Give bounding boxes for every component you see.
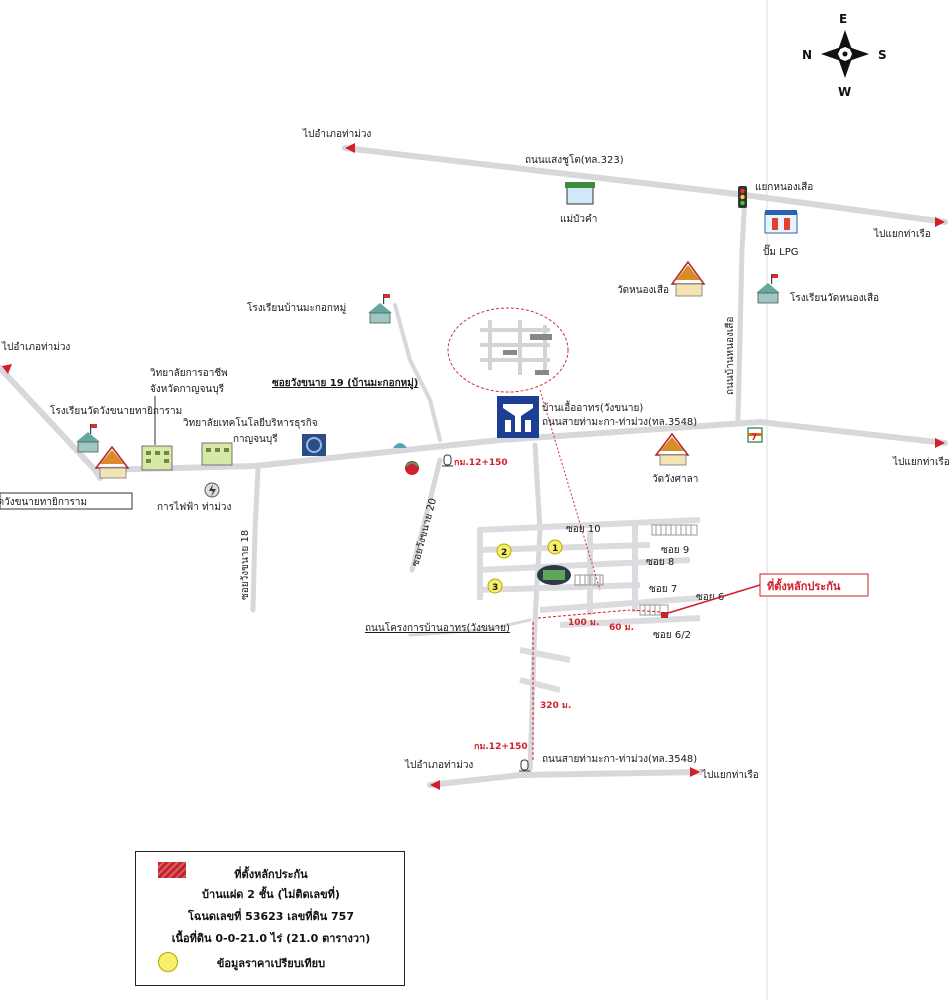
road-soi-wangkhanai-19: ซอยวังขนาย 19 (บ้านมะกอกหมู่) (272, 377, 418, 390)
logo-icon-tech-college (302, 434, 326, 456)
soi-8: ซอย 8 (646, 557, 674, 568)
traffic-light-icon (738, 186, 747, 208)
road-saengchuto: ถนนแสงชูโต(ทล.323) (525, 153, 624, 166)
distance-60m: 60 ม. (609, 623, 634, 633)
distance-100m: 100 ม. (568, 618, 599, 628)
place-wat-wangsala: วัดวังศาลา (652, 474, 698, 485)
label-to-thamuang-south: ไปอำเภอท่าม่วง (404, 759, 473, 771)
temple-icon-nongsuea (670, 260, 706, 297)
distance-320m: 320 ม. (540, 701, 571, 711)
legend-line-4: เนื้อที่ดิน 0-0-21.0 ไร่ (21.0 ตารางวา) (171, 932, 371, 945)
school-icon-wangkhanai (76, 424, 100, 453)
tree-icon (393, 443, 407, 448)
road-project: ถนนโครงการบ้านอาทร(วังขนาย) (365, 621, 510, 634)
place-vocational-college-line2: จังหวัดกาญจนบุรี (150, 383, 225, 395)
comparable-marker-3 (487, 578, 503, 594)
compass-north: N (802, 48, 812, 62)
wat-wangkhanai-box (0, 492, 133, 510)
school-icon-makok (368, 294, 392, 324)
baan-ua-athorn-logo-icon (497, 396, 539, 438)
shop-icon (565, 182, 595, 205)
road-thamaka-thamuang: ถนนสายท่ามะกา-ท่าม่วง(ทล.3548) (542, 417, 697, 428)
compass-east: E (839, 12, 847, 26)
temple-icon-wangsala (654, 432, 690, 466)
place-wat-nongsuea: วัดหนองเสือ (617, 284, 669, 296)
place-school-makok-mu: โรงเรียนบ้านมะกอกหมู่ (247, 301, 346, 314)
callout-label: ที่ตั้งหลักประกัน (767, 578, 841, 593)
temple-icon-wangkhanai (94, 445, 130, 479)
zoom-circle (447, 307, 601, 591)
direction-arrows (2, 143, 945, 790)
milestone-icon-north (442, 454, 453, 467)
school-icon-nongsuea (756, 274, 780, 304)
soi-7: ซอย 7 (649, 584, 677, 595)
legend-box: ที่ตั้งหลักประกัน บ้านแฝด 2 ชั้น (ไม่ติด… (135, 851, 405, 986)
housing-grid (477, 517, 701, 693)
soi-6: ซอย 6 (696, 592, 724, 603)
place-school-wat-wangkhanai: โรงเรียนวัดวังขนายทายิการาม (50, 404, 182, 417)
legend-line-5: ข้อมูลราคาเปรียบเทียบ (216, 957, 326, 970)
comparable-marker-1 (547, 539, 563, 555)
place-intersection: แยกหนองเสือ (755, 181, 813, 193)
label-to-thamuang-north: ไปอำเภอท่าม่วง (302, 128, 371, 140)
place-vocational-college-line1: วิทยาลัยการอาชีพ (150, 367, 228, 379)
gas-station-icon (764, 210, 798, 234)
milestone-icon-south (519, 759, 530, 772)
legend-line-1: ที่ตั้งหลักประกัน (234, 868, 308, 881)
college-icon-vocational (141, 445, 173, 471)
label-to-thaqruea-mid: ไปแยกท่าเรือ (892, 456, 950, 468)
place-tech-college-line2: กาญจนบุรี (233, 433, 278, 445)
place-tech-college-line1: วิทยาลัยเทคโนโลยีบริหารธุรกิจ (183, 416, 318, 429)
compass-rose-icon (821, 30, 869, 78)
label-to-thamuang-west: ไปอำเภอท่าม่วง (1, 341, 70, 353)
callout-box (759, 573, 869, 597)
road-soi-wangkhanai-18: ซอยวังขนาย 18 (240, 530, 251, 600)
collateral-marker (661, 612, 668, 618)
road-nongsuea: ถนนบ้านหนองเสือ (724, 317, 736, 395)
road-thamaka-thamuang-south: ถนนสายท่ามะกา-ท่าม่วง(ทล.3548) (542, 754, 697, 765)
place-electricity: การไฟฟ้า ท่าม่วง (157, 501, 231, 513)
label-to-thaqruea-north: ไปแยกท่าเรือ (873, 228, 931, 240)
college-icon-tech (201, 442, 233, 466)
comparable-dot-icon (158, 952, 178, 972)
comparable-label-2: 2 (501, 548, 507, 558)
place-wat-wangkhanai: วัดวังขนายทายิการาม (0, 497, 87, 508)
label-to-thaqruea-south: ไปแยกท่าเรือ (701, 769, 759, 781)
km-marker-north: กม.12+150 (454, 458, 508, 468)
soi-9: ซอย 9 (661, 545, 689, 556)
place-lpg-station: ปั๊ม LPG (763, 244, 798, 258)
distance-lines (532, 609, 661, 760)
road-soi-wangkhanai-20: ซอยวังขนาย 20 (410, 497, 439, 568)
comparable-marker-2 (496, 543, 512, 559)
comparable-label-1: 1 (552, 544, 558, 554)
convenience-store-icon (747, 427, 763, 443)
collateral-swatch-icon (158, 862, 186, 878)
place-seven-eleven: 7 (751, 433, 757, 443)
lightning-icon-electricity (204, 482, 220, 498)
place-mae-bua-kham: แม่บัวคำ (560, 214, 597, 225)
km-marker-south: กม.12+150 (474, 742, 528, 752)
soi-10: ซอย 10 (566, 524, 601, 535)
comparable-label-3: 3 (492, 583, 498, 593)
compass-west: W (838, 85, 851, 99)
legend-line-2: บ้านแฝด 2 ชั้น (ไม่ติดเลขที่) (202, 888, 340, 901)
legend-line-3: โฉนดเลขที่ 53623 เลขที่ดิน 757 (188, 910, 354, 923)
globe-icon (405, 461, 419, 475)
place-baan-ua-athorn: บ้านเอื้ออาทร(วังขนาย) (542, 400, 643, 414)
soi-6-2: ซอย 6/2 (653, 630, 691, 641)
compass-south: S (878, 48, 887, 62)
place-school-wat-nongsuea: โรงเรียนวัดหนองเสือ (790, 291, 879, 304)
